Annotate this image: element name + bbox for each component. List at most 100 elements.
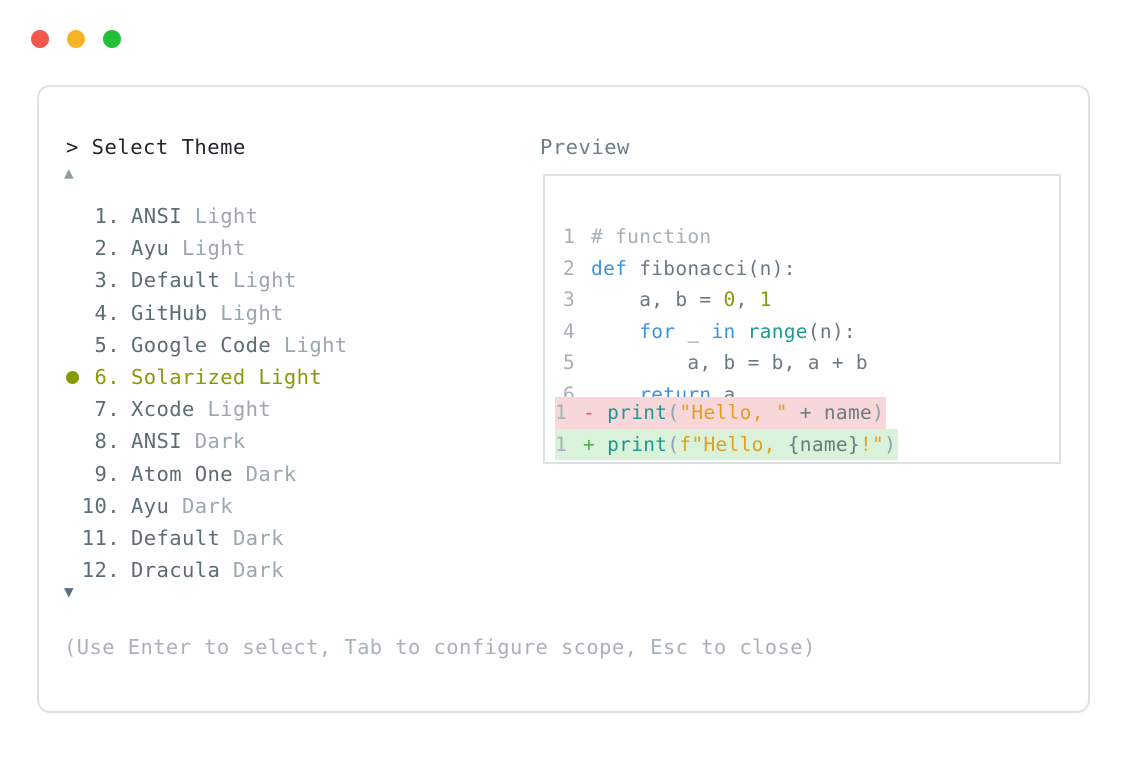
line-number: 1 [563,225,576,248]
scroll-up-icon[interactable]: ▲ [64,163,74,182]
code-token: fibonacci(n): [639,256,796,280]
code-token: a, b = b, a + b [591,351,868,374]
code-token: def [591,256,640,280]
close-button[interactable] [31,30,49,48]
theme-item-variant: Light [207,300,284,325]
code-line: 4 for _ in range(n): [563,316,868,348]
code-token: for [639,319,688,343]
theme-item-number: 8. [81,429,120,454]
selected-bullet-icon [66,370,79,384]
theme-item-variant: Light [194,397,272,422]
code-token: a [723,382,736,406]
theme-list-item[interactable]: 5.Google Code Light [39,329,509,361]
code-line: 5 a, b = b, a + b [563,347,868,379]
preview-label: Preview [540,135,630,159]
theme-item-name: Xcode [131,397,195,422]
theme-item-number: 3. [81,268,120,293]
line-number: 1 [555,401,568,424]
code-token: a, b = [591,288,724,311]
code-token: name [823,401,873,424]
theme-item-name: Dracula [131,558,221,583]
code-token: in [711,319,748,343]
line-number: 6 [563,382,576,406]
theme-list[interactable]: 1. ANSI Light 2. Ayu Light 3. Default Light… [39,200,509,586]
theme-list-item[interactable]: 4. GitHub Light [39,297,509,329]
theme-item-name: Default [131,525,221,550]
line-number: 2 [563,256,576,280]
theme-item-name: Atom One [131,461,233,486]
code-line: 1 # function [563,221,868,253]
line-number: 5 [563,351,576,374]
diff-line-content: 1 + print(f"Hello, {name}!") [555,428,899,460]
code-token: "Hello, " [679,401,788,424]
theme-item-name: Default [131,268,221,293]
theme-item-number: 2. [81,236,120,261]
theme-item-variant: Dark [169,493,233,518]
diff-line-del: 1 - print("Hello, " + name) [555,397,898,429]
code-token: ) [884,432,897,456]
theme-list-item[interactable]: 3. Default Light [39,264,509,296]
theme-list-item[interactable]: 9.Atom One Dark [39,458,509,490]
minimize-button[interactable] [67,30,85,48]
code-token: range [747,319,808,343]
theme-item-variant: Dark [220,558,284,583]
theme-item-number: 1. [81,204,120,229]
page-title: > Select Theme [66,135,246,159]
maximize-button[interactable] [103,30,121,48]
theme-item-number: 6. [81,365,120,390]
theme-selector-panel: > Select Theme ▲ 1. ANSI Light 2. Ayu Ligh… [37,85,1090,713]
theme-item-name: Google Code [131,332,272,357]
theme-item-number: 11. [81,525,120,550]
theme-item-name: Ayu [131,236,170,261]
scroll-down-icon[interactable]: ▼ [64,582,74,601]
line-number: 1 [555,432,568,456]
line-number: 3 [563,288,576,311]
window-traffic-lights [31,30,121,48]
diff-sign: + [583,432,596,456]
code-token [591,320,639,343]
theme-item-variant: Light [271,332,348,357]
theme-item-number: 4. [81,300,120,325]
theme-item-variant: Light [181,204,259,229]
theme-item-name: GitHub [131,300,208,325]
theme-list-item[interactable]: 7. Xcode Light [39,393,509,425]
theme-item-number: 7. [81,397,120,422]
theme-list-item[interactable]: 10. Ayu Dark [39,490,509,522]
code-token: 1 [759,288,772,311]
code-token: f"Hello, [679,432,788,456]
code-line: 2 def fibonacci(n): [563,253,868,285]
keyboard-hint: (Use Enter to select, Tab to configure s… [64,635,816,659]
code-token: , [735,288,760,311]
theme-list-item[interactable]: 8.ANSI Dark [39,425,509,457]
theme-item-variant: Dark [220,525,284,550]
code-token: + [787,401,824,424]
code-token: print [607,401,668,424]
theme-item-variant: Dark [181,429,246,454]
theme-item-variant: Dark [232,461,297,486]
theme-list-item[interactable]: 1. ANSI Light [39,200,509,232]
theme-item-variant: Light [169,236,246,261]
line-number: 4 [563,319,576,343]
theme-item-variant: Light [220,268,297,293]
theme-item-number: 12. [81,558,120,583]
code-token: (n): [807,319,856,343]
theme-list-item[interactable]: 11. Default Dark [39,522,509,554]
code-token: # function [591,225,712,248]
diff-line-content: 1 - print("Hello, " + name) [555,397,887,429]
theme-item-number: 10. [81,493,120,518]
code-token: {name} [787,432,861,456]
diff-line-add: 1 + print(f"Hello, {name}!") [555,428,899,460]
theme-item-variant: Light [245,365,323,390]
theme-list-item[interactable]: 12. Dracula Dark [39,554,509,586]
diff-sign: - [583,401,596,424]
code-token: _ [687,319,712,343]
code-token: ( [667,432,680,456]
theme-item-name: Solarized [131,365,246,390]
theme-item-name: ANSI [131,204,182,229]
theme-item-name: Ayu [131,493,170,518]
code-token: 0 [723,288,736,311]
theme-list-item[interactable]: 6. Solarized Light [39,361,509,393]
theme-list-item[interactable]: 2. Ayu Light [39,232,509,264]
